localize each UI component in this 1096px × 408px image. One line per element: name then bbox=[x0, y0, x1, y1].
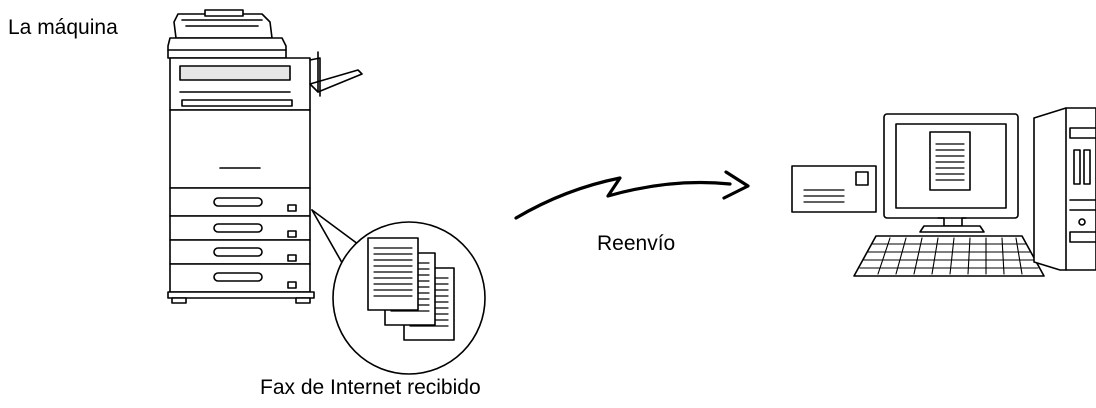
machine-label: La máquina bbox=[8, 16, 118, 39]
envelope-icon bbox=[791, 165, 877, 213]
forward-label: Reenvío bbox=[597, 232, 676, 255]
multifunction-printer-icon bbox=[167, 9, 363, 304]
received-documents-callout bbox=[311, 209, 486, 375]
received-fax-label: Fax de Internet recibido bbox=[260, 376, 481, 399]
computer-icon bbox=[853, 107, 1096, 277]
forward-arrow bbox=[514, 170, 750, 220]
